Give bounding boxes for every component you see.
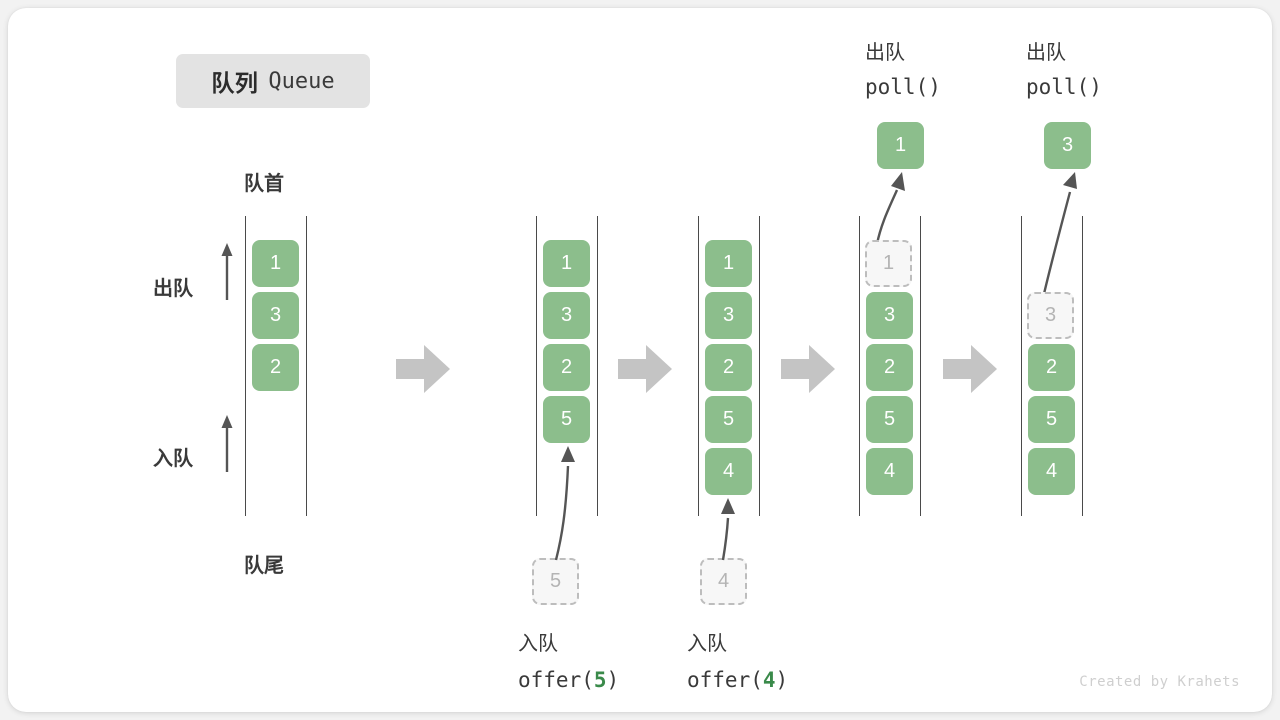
queue-cell: 2 bbox=[1028, 344, 1075, 391]
queue-cell: 5 bbox=[1028, 396, 1075, 443]
operation-label-offer-5: 入队 offer(5) bbox=[518, 626, 619, 698]
operation-call: offer(5) bbox=[518, 662, 619, 698]
channel-rail-left bbox=[245, 216, 246, 516]
label-queue-rear: 队尾 bbox=[244, 555, 284, 577]
operation-label-poll-3: 出队 poll() bbox=[1026, 36, 1102, 104]
queue-cell: 1 bbox=[705, 240, 752, 287]
diagram-card: 队列 Queue 队首 队尾 出队 入队 1 3 2 bbox=[8, 8, 1272, 712]
operation-call: poll() bbox=[1026, 75, 1102, 99]
incoming-ghost-cell: 4 bbox=[700, 558, 747, 605]
operation-cn: 出队 bbox=[865, 42, 905, 64]
queue-cell: 5 bbox=[705, 396, 752, 443]
op-call-prefix: offer( bbox=[687, 668, 763, 692]
channel-rail-right bbox=[759, 216, 760, 516]
op-call-suffix: ) bbox=[606, 668, 620, 692]
channel-rail-right bbox=[1082, 216, 1083, 516]
incoming-ghost-cell: 5 bbox=[532, 558, 579, 605]
outgoing-cell: 1 bbox=[877, 122, 924, 169]
step-arrow-icon bbox=[781, 345, 835, 393]
channel-rail-left bbox=[859, 216, 860, 516]
operation-cn: 入队 bbox=[687, 633, 727, 655]
operation-call: offer(4) bbox=[687, 662, 788, 698]
queue-cell: 2 bbox=[866, 344, 913, 391]
queue-cell-removed: 1 bbox=[865, 240, 912, 287]
op-call-suffix: ) bbox=[775, 668, 789, 692]
op-call-value: 5 bbox=[593, 668, 607, 692]
channel-rail-left bbox=[698, 216, 699, 516]
queue-cell: 4 bbox=[1028, 448, 1075, 495]
queue-cell: 3 bbox=[543, 292, 590, 339]
queue-cell-removed: 3 bbox=[1027, 292, 1074, 339]
operation-label-poll-1: 出队 poll() bbox=[865, 36, 941, 104]
operation-cn: 入队 bbox=[518, 633, 558, 655]
queue-cell: 2 bbox=[705, 344, 752, 391]
enqueue-up-arrow-icon bbox=[221, 415, 233, 472]
step-arrow-icon bbox=[943, 345, 997, 393]
operation-label-offer-4: 入队 offer(4) bbox=[687, 626, 788, 698]
queue-cell: 4 bbox=[705, 448, 752, 495]
credit-text: Created by Krahets bbox=[1079, 674, 1240, 690]
label-dequeue: 出队 bbox=[153, 278, 193, 300]
step-arrow-icon bbox=[618, 345, 672, 393]
title-badge: 队列 Queue bbox=[176, 54, 370, 108]
op-call-value: 4 bbox=[762, 668, 776, 692]
queue-channel-2 bbox=[536, 216, 598, 516]
channel-rail-left bbox=[1021, 216, 1022, 516]
queue-cell: 5 bbox=[866, 396, 913, 443]
queue-cell: 3 bbox=[252, 292, 299, 339]
title-cn: 队列 bbox=[211, 70, 259, 96]
queue-cell: 3 bbox=[705, 292, 752, 339]
label-enqueue: 入队 bbox=[153, 448, 193, 470]
queue-channel-4 bbox=[859, 216, 921, 516]
label-queue-front: 队首 bbox=[244, 173, 284, 195]
queue-cell: 2 bbox=[252, 344, 299, 391]
queue-cell: 5 bbox=[543, 396, 590, 443]
op-call-prefix: offer( bbox=[518, 668, 594, 692]
queue-cell: 3 bbox=[866, 292, 913, 339]
title-en: Queue bbox=[268, 68, 335, 94]
channel-rail-right bbox=[597, 216, 598, 516]
queue-cell: 1 bbox=[252, 240, 299, 287]
queue-channel-3 bbox=[698, 216, 760, 516]
channel-rail-right bbox=[306, 216, 307, 516]
outgoing-cell: 3 bbox=[1044, 122, 1091, 169]
channel-rail-right bbox=[920, 216, 921, 516]
queue-cell: 1 bbox=[543, 240, 590, 287]
queue-channel-5 bbox=[1021, 216, 1083, 516]
queue-channel-1 bbox=[245, 216, 307, 516]
operation-call: poll() bbox=[865, 75, 941, 99]
queue-cell: 2 bbox=[543, 344, 590, 391]
step-arrow-icon bbox=[396, 345, 450, 393]
dequeue-up-arrow-icon bbox=[221, 243, 233, 300]
operation-cn: 出队 bbox=[1026, 42, 1066, 64]
queue-cell: 4 bbox=[866, 448, 913, 495]
channel-rail-left bbox=[536, 216, 537, 516]
